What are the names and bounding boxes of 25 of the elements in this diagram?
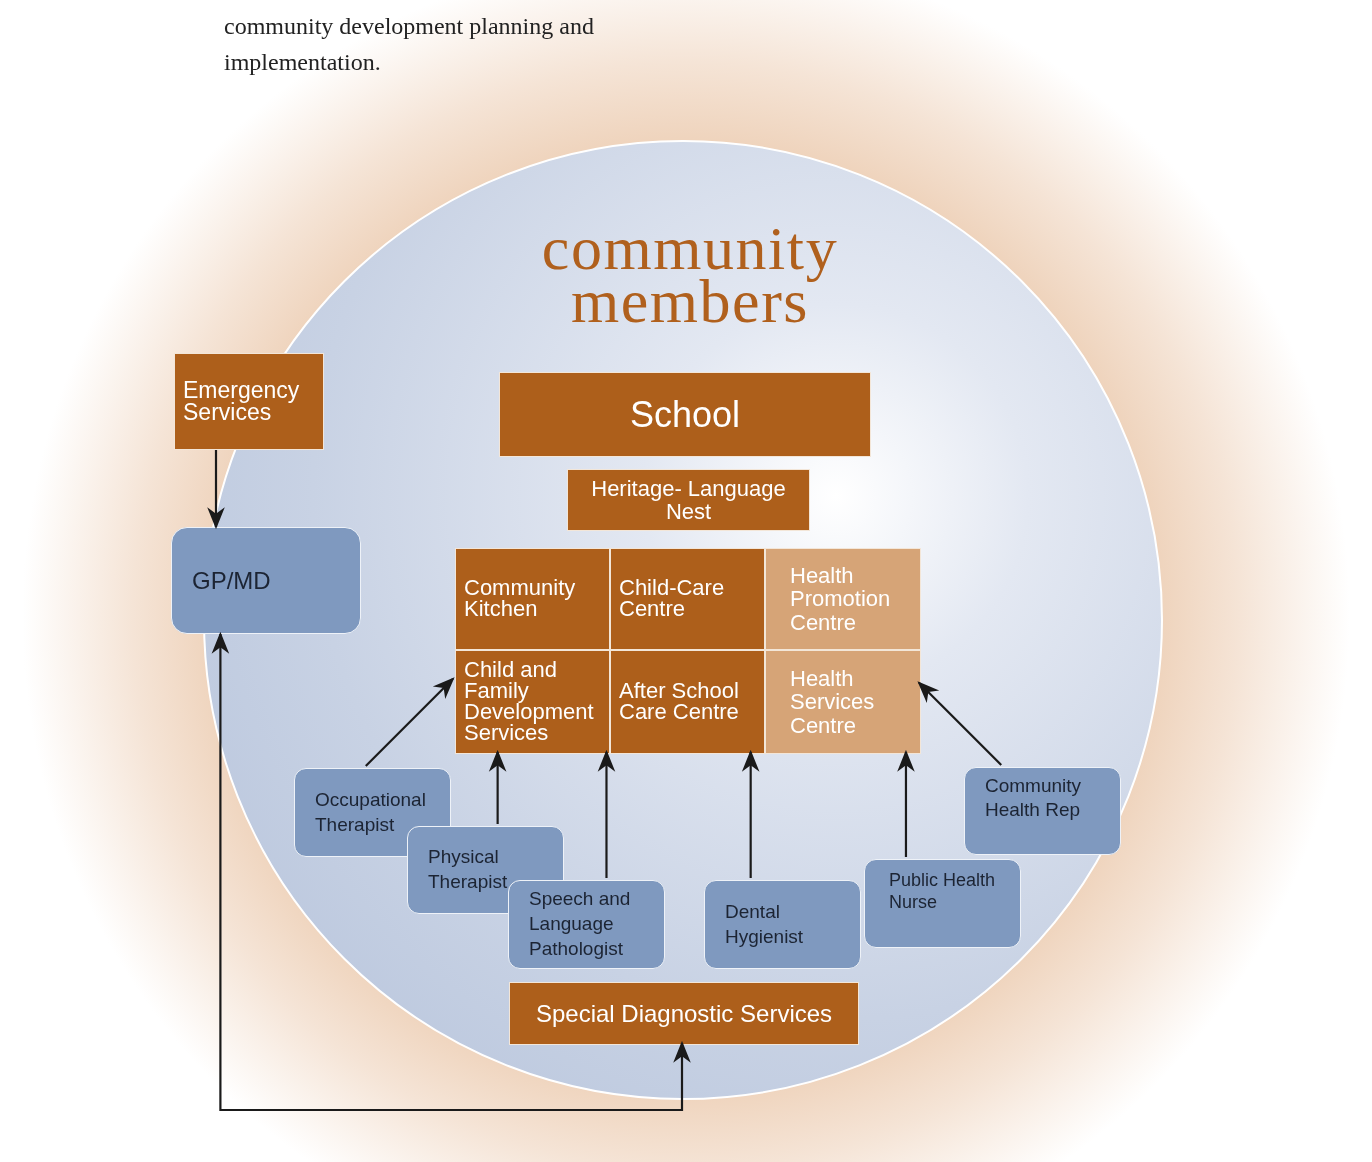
arrow (917, 681, 1003, 766)
professional-box: Speech and Language Pathologist (508, 880, 665, 969)
service-box: Community Kitchen (455, 548, 610, 650)
arrow (741, 749, 760, 878)
arrow (207, 450, 225, 530)
service-box: Heritage- Language Nest (567, 469, 810, 531)
arrow (211, 631, 691, 1112)
arrow (597, 749, 616, 878)
service-box: Special Diagnostic Services (509, 982, 859, 1045)
service-box: Emergency Services (174, 353, 324, 450)
service-box: Child-Care Centre (610, 548, 765, 650)
professional-box: Dental Hygienist (704, 880, 861, 969)
service-box: GP/MD (171, 527, 361, 634)
arrow (488, 749, 507, 824)
professional-box: Community Health Rep (964, 767, 1121, 855)
service-box: Health Services Centre (765, 650, 921, 754)
service-box: School (499, 372, 871, 457)
circle-title: community members (540, 222, 840, 328)
service-box: After School Care Centre (610, 650, 765, 754)
arrow (897, 749, 915, 857)
body-text: community development planning and implementation. (224, 12, 595, 77)
professional-box: Public Health Nurse (864, 859, 1021, 948)
service-box: Child and Family Development Services (455, 650, 610, 754)
arrow (365, 677, 455, 767)
service-box: Health Promotion Centre (765, 548, 921, 650)
